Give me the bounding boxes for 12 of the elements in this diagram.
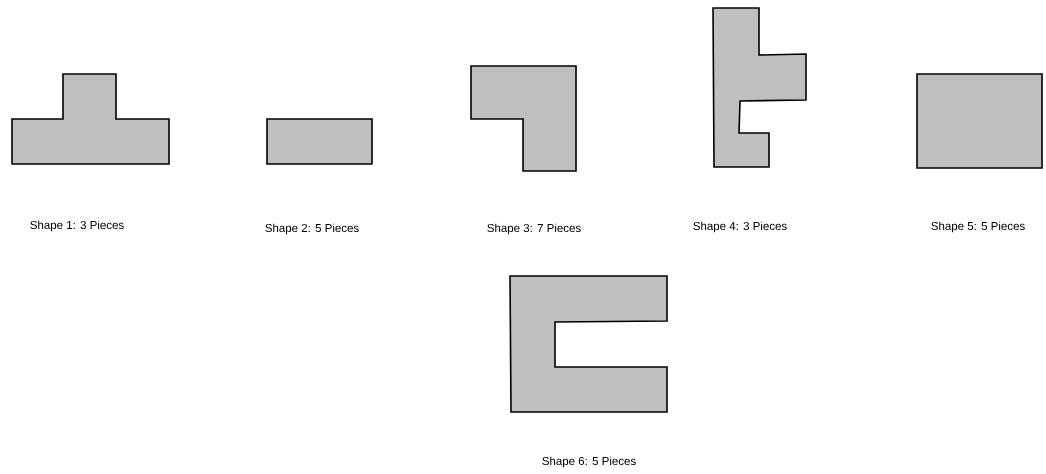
shape-caption: Shape 3: 7 Pieces xyxy=(487,223,581,235)
rectangle-shape xyxy=(266,118,373,165)
shape-caption: Shape 6: 5 Pieces xyxy=(542,456,636,468)
polygon-shape xyxy=(712,7,807,168)
shape-caption: Shape 1: 3 Pieces xyxy=(30,220,124,232)
shape-caption: Shape 4: 3 Pieces xyxy=(693,221,787,233)
polygon-shape xyxy=(11,73,170,165)
shape-caption: Shape 2: 5 Pieces xyxy=(265,223,359,235)
rectangle-shape xyxy=(916,73,1043,169)
polygon-shape xyxy=(509,275,668,413)
polygon-shape xyxy=(470,65,577,172)
shape-caption: Shape 5: 5 Pieces xyxy=(931,221,1025,233)
